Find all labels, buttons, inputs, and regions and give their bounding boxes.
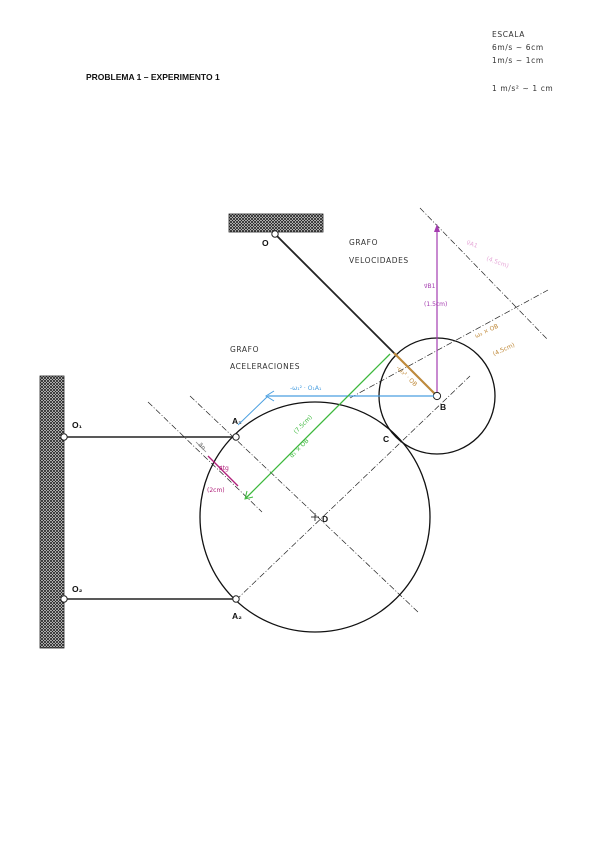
label-a-n: a⃗n — [197, 441, 207, 451]
center-mark-D — [311, 513, 319, 521]
ground-top — [228, 213, 324, 233]
acceleration-graph-title-1: GRAFO — [230, 345, 259, 354]
label-C: C — [383, 434, 389, 444]
vector-a-n — [195, 441, 207, 453]
scale-note: ESCALA 6m/s ~ 6cm 1m/s ~ 1cm 1 m/s² ~ 1 … — [492, 30, 553, 93]
label-a-tg-len: (2cm) — [207, 487, 225, 494]
page-title: PROBLEMA 1 – EXPERIMENTO 1 — [86, 72, 220, 82]
label-O2: O₂ — [72, 584, 83, 594]
vector-a1-OB-head — [244, 490, 254, 500]
label-w-OB-len: (4.5cm) — [492, 342, 516, 358]
label-a-OB: -ω₃² · OB — [395, 364, 419, 388]
label-a-O1A1: -ω₁² · O₁A₁ — [290, 385, 322, 392]
scale-heading: ESCALA — [492, 30, 525, 39]
ground-left — [39, 375, 65, 649]
label-B: B — [440, 402, 446, 412]
label-O: O — [262, 238, 269, 248]
label-A1: A₁ — [232, 416, 242, 426]
label-a1-OB: α⃗₁ × OB — [288, 437, 310, 459]
vector-vB1-head — [434, 224, 440, 232]
acceleration-graph-title-2: ACELERACIONES — [230, 362, 300, 371]
vector-a-tg — [207, 455, 239, 487]
label-a-tg: a⃗tg — [219, 465, 229, 472]
vector-a1-OB — [245, 353, 391, 499]
scale-line-2: 1m/s ~ 1cm — [492, 56, 544, 65]
construction-lines — [147, 207, 549, 613]
vector-a-O1A1-tie — [237, 395, 269, 426]
label-A2: A₂ — [232, 611, 242, 621]
label-vB1: v⃗B1 — [424, 283, 436, 290]
label-D: D — [322, 514, 328, 524]
label-vB1-len: (1.5cm) — [424, 301, 447, 308]
pins — [60, 230, 442, 603]
label-vA1: v⃗A1 — [465, 239, 478, 250]
velocity-graph-title-1: GRAFO — [349, 238, 378, 247]
scale-line-1: 6m/s ~ 6cm — [492, 43, 544, 52]
label-w-OB: ω₃ × OB — [474, 323, 500, 340]
label-O1: O₁ — [72, 420, 83, 430]
velocity-graph-title-2: VELOCIDADES — [349, 256, 409, 265]
label-a1-OB-len: (7.5cm) — [292, 414, 313, 435]
scale-line-3: 1 m/s² ~ 1 cm — [492, 84, 553, 93]
disk-D — [199, 401, 431, 633]
vector-a-O1A1-head — [265, 390, 275, 402]
label-vA1-len: (4.5cm) — [485, 255, 509, 270]
vector-w3-OB — [393, 352, 435, 394]
